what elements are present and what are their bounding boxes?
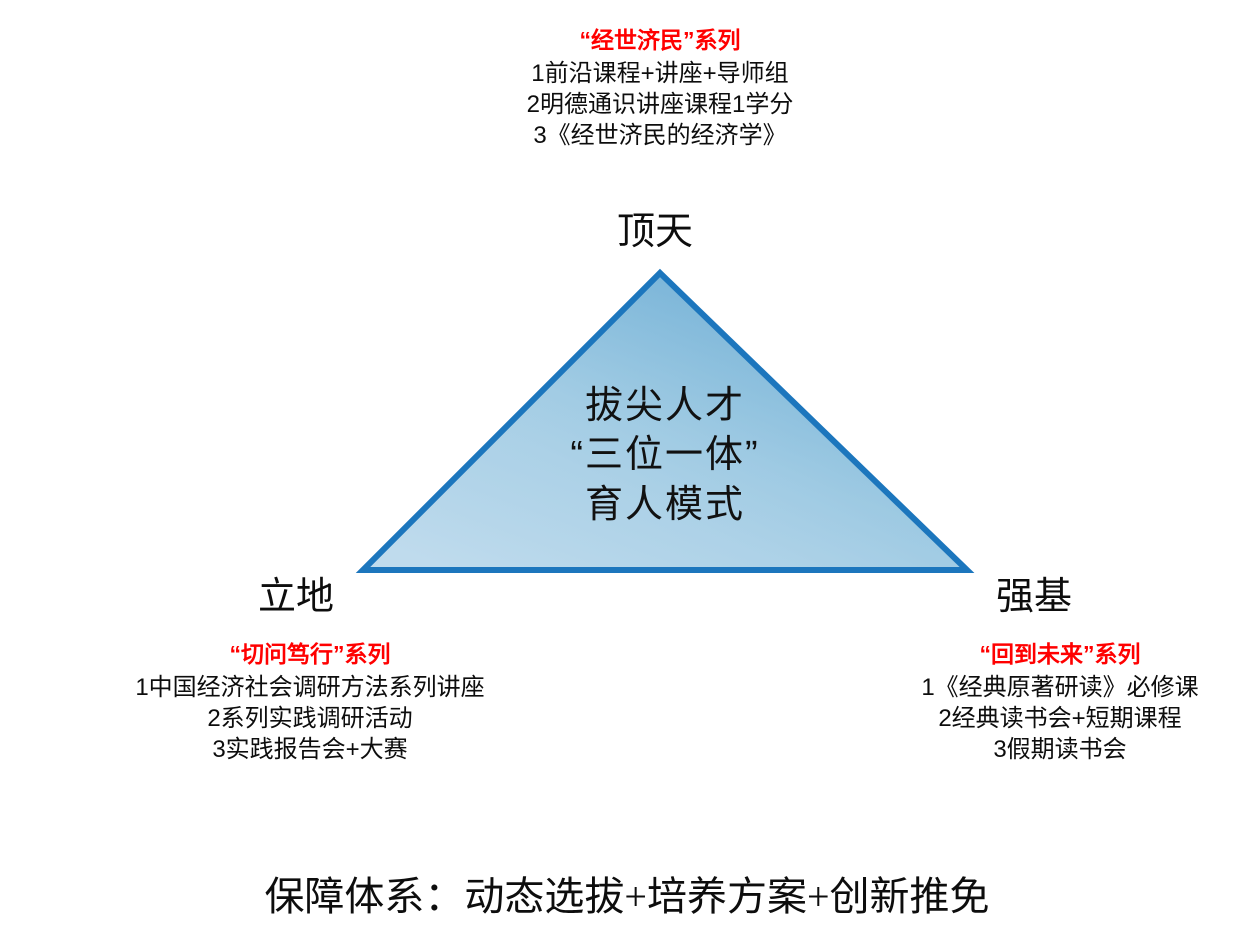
series-item-top-2: 2明德通识讲座课程1学分 bbox=[526, 91, 794, 119]
text-block-right: “回到未来”系列 1《经典原著研读》必修课 2经典读书会+短期课程 3假期读书会 bbox=[860, 640, 1254, 765]
series-item-right-2: 2经典读书会+短期课程 bbox=[938, 705, 1182, 733]
series-item-top-3: 3《经世济民的经济学》 bbox=[533, 122, 787, 150]
text-block-left: “切问笃行”系列 1中国经济社会调研方法系列讲座 2系列实践调研活动 3实践报告… bbox=[60, 640, 560, 765]
series-item-left-1: 1中国经济社会调研方法系列讲座 bbox=[135, 673, 485, 701]
triangle-shape bbox=[355, 265, 975, 583]
footer-caption: 保障体系：动态选拔+培养方案+创新推免 bbox=[264, 874, 990, 919]
triangle-fill-overlay bbox=[363, 273, 967, 570]
series-title-left: “切问笃行”系列 bbox=[229, 641, 391, 667]
text-block-top: “经世济民”系列 1前沿课程+讲座+导师组 2明德通识讲座课程1学分 3《经世济… bbox=[430, 26, 890, 151]
series-title-right: “回到未来”系列 bbox=[979, 641, 1141, 667]
series-item-top-1: 1前沿课程+讲座+导师组 bbox=[531, 59, 789, 87]
series-title-top: “经世济民”系列 bbox=[579, 27, 741, 53]
triangle-outline bbox=[355, 268, 975, 573]
vertex-label-right: 强基 bbox=[996, 576, 1073, 618]
series-item-left-3: 3实践报告会+大赛 bbox=[212, 736, 408, 764]
series-item-right-3: 3假期读书会 bbox=[993, 736, 1127, 764]
vertex-label-left: 立地 bbox=[258, 576, 335, 618]
vertex-label-top: 顶天 bbox=[617, 211, 694, 253]
series-item-right-1: 1《经典原著研读》必修课 bbox=[921, 673, 1199, 701]
triangle-svg bbox=[355, 268, 975, 573]
series-item-left-2: 2系列实践调研活动 bbox=[207, 705, 413, 733]
